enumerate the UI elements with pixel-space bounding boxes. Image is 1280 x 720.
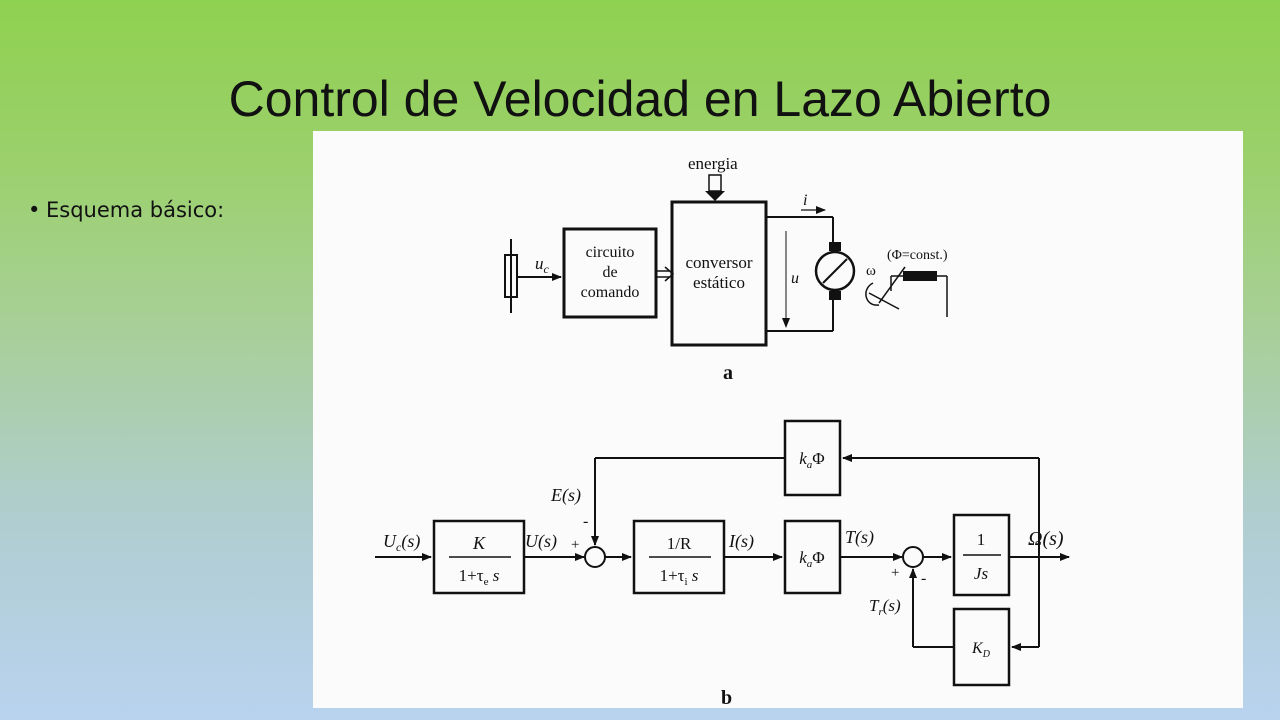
slide-title: Control de Velocidad en Lazo Abierto (228, 71, 1052, 127)
bullet-dot-icon: • (28, 198, 41, 222)
summing-junction-2 (902, 546, 924, 568)
caption-b: b (721, 687, 732, 708)
converter-block-label-1: conversor (685, 253, 752, 272)
voltage-label: u (791, 270, 799, 287)
plus-sign-2: + (891, 565, 899, 581)
input-label: Uc(s) (383, 531, 420, 554)
u-signal-label: U(s) (525, 531, 557, 552)
kd-label: KD (971, 640, 991, 660)
energy-arrow-icon (708, 174, 722, 192)
dc-motor-icon (814, 250, 856, 292)
control-circuit-block (562, 227, 658, 319)
diagram-svg: energia circuito de comando conversor es… (375, 154, 1070, 708)
t-signal-label: T(s) (845, 527, 874, 548)
ka-phi-feedback-label: kaΦ (799, 449, 824, 471)
speed-label: ω (866, 263, 876, 279)
output-label: Ω(s) (1028, 528, 1064, 550)
block-r-numerator: 1/R (667, 534, 692, 553)
plus-sign-1: + (571, 537, 579, 553)
block-k-numerator: K (472, 533, 486, 553)
scanned-diagram: energia circuito de comando conversor es… (313, 131, 1243, 708)
diagram-a (504, 174, 948, 347)
diagram-b (375, 419, 1070, 687)
block-j-numerator: 1 (977, 530, 986, 549)
tr-signal-label: Tr(s) (869, 596, 901, 618)
summing-junction-1 (584, 546, 606, 568)
minus-sign-1: - (583, 513, 588, 530)
control-block-label-2: de (602, 264, 617, 281)
bullet-item: •Esquema básico: (28, 198, 224, 222)
uc-label: uc (535, 254, 550, 276)
current-label: i (803, 192, 807, 209)
minus-sign-2: - (921, 570, 926, 587)
block-r-denominator: 1+τi s (660, 566, 699, 588)
i-signal-label: I(s) (728, 531, 754, 552)
block-k-denominator: 1+τe s (459, 566, 500, 588)
flux-label: (Φ=const.) (887, 248, 948, 263)
block-j-denominator: Js (974, 564, 989, 583)
block-1-over-js (952, 513, 1011, 597)
e-signal-label: E(s) (550, 485, 581, 506)
field-winding-icon (903, 271, 937, 281)
ka-phi-forward-label: kaΦ (799, 548, 824, 570)
bullet-text: Esquema básico: (46, 198, 225, 222)
control-block-label-1: circuito (586, 244, 635, 261)
energy-label: energia (688, 154, 738, 173)
converter-block-label-2: estático (693, 273, 745, 292)
static-converter-block (670, 200, 768, 347)
control-block-label-3: comando (581, 284, 640, 301)
caption-a: a (723, 362, 733, 384)
